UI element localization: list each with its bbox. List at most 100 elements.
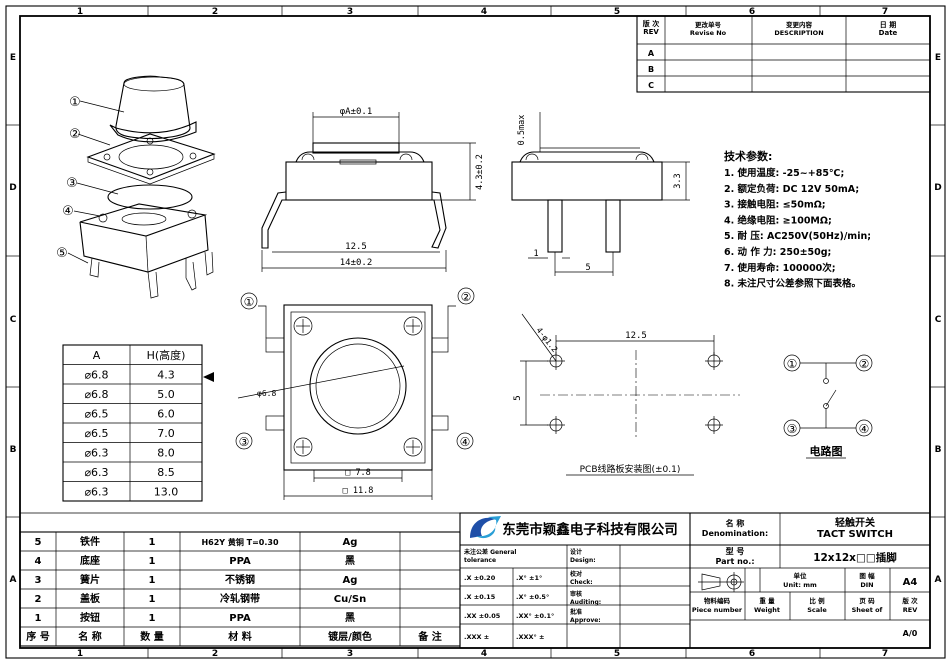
tolerance-value: .X ±0.15	[464, 593, 496, 601]
top-balloon-3: ③	[239, 435, 250, 449]
col-label-bottom: 4	[481, 649, 487, 659]
col-label-bottom: 5	[614, 649, 620, 659]
bom-cell: 5	[35, 537, 42, 548]
bom-cell: 铁件	[80, 535, 100, 548]
row-label-right: A	[935, 575, 942, 585]
col-label-top: 5	[614, 7, 620, 17]
circuit-caption: 电路图	[810, 444, 843, 458]
bom-cell: 3	[35, 575, 42, 586]
balloon-5: ⑤	[56, 246, 68, 261]
dim-1: 1	[533, 249, 538, 259]
height-table-cell-a: ⌀6.8	[84, 369, 108, 382]
height-table-cell-a: ⌀6.5	[84, 427, 108, 440]
bom-cell: 冷轧钢带	[220, 592, 260, 605]
pcb-hole	[547, 416, 565, 434]
top-balloon-2: ②	[461, 290, 472, 304]
bom-cell: 1	[149, 613, 156, 624]
tech-spec-item: 1. 使用温度: -25~+85℃;	[724, 167, 844, 179]
bom-cell: 簧片	[80, 573, 100, 586]
row-label-left: E	[10, 53, 16, 63]
din-value: A4	[903, 577, 918, 588]
height-table-header-a: A	[93, 349, 101, 362]
pcb-layout: 12.5 5 4-φ1.2 PCB线路板安装图(±0.1)	[513, 313, 740, 476]
row-label-right: E	[935, 53, 941, 63]
tolerance-value: .XXX° ±	[516, 633, 544, 641]
balloon-3: ③	[66, 176, 78, 191]
dim-4-3: 4.3±0.2	[475, 154, 485, 190]
selected-row-arrow-icon	[203, 372, 214, 382]
height-table-cell-h: 5.0	[157, 388, 175, 401]
dim-phi-6-8: φ6.8	[257, 389, 276, 398]
col-label-top: 6	[749, 7, 755, 17]
height-table-cell-a: ⌀6.3	[84, 447, 108, 460]
dim-phi-a: φA±0.1	[340, 107, 373, 117]
rev-row-c: C	[648, 81, 654, 90]
height-table-cell-a: ⌀6.5	[84, 408, 108, 421]
balloon-4: ④	[62, 204, 74, 219]
height-table-cell-h: 8.5	[157, 466, 175, 479]
bom-cell: Ag	[343, 537, 358, 548]
tech-spec-item: 7. 使用寿命: 100000次;	[724, 262, 836, 274]
bom-cell: 4	[35, 556, 42, 567]
bom-cell: 黑	[345, 612, 355, 624]
bom-cell: 不锈钢	[225, 573, 255, 586]
tech-spec-item: 3. 接触电阻: ≤50mΩ;	[724, 199, 826, 211]
bom-cell: 底座	[80, 554, 100, 567]
rev-row-a: A	[648, 49, 655, 58]
bom-cell: PPA	[229, 613, 251, 624]
tolerance-value: .X° ±1°	[516, 574, 542, 582]
height-table-cell-a: ⌀6.3	[84, 466, 108, 479]
side-view: 0.5max 3.3 1 5	[511, 112, 690, 276]
dim-12-5-side: 12.5	[345, 242, 367, 252]
top-balloon-1: ①	[244, 295, 255, 309]
tech-spec-item: 2. 额定负荷: DC 12V 50mA;	[724, 183, 859, 195]
bom-header-cell: 镀层/颜色	[328, 630, 372, 643]
tech-spec-item: 4. 绝缘电阻: ≥100MΩ;	[724, 214, 832, 226]
pcb-hole	[705, 416, 723, 434]
bom-cell: 1	[149, 575, 156, 586]
col-label-bottom: 1	[77, 649, 83, 659]
circuit-node-3: ③	[787, 422, 798, 436]
col-label-top: 4	[481, 7, 487, 17]
bom-header-cell: 序 号	[26, 630, 49, 643]
front-view: φA±0.1 12.5 14±0.2 4.3±0.2	[261, 107, 485, 272]
balloon-1: ①	[69, 95, 81, 110]
tolerance-value: .X° ±0.5°	[516, 593, 549, 601]
col-label-top: 3	[347, 7, 353, 17]
row-label-left: C	[10, 315, 17, 325]
part-value: 12x12x□□插脚	[813, 551, 897, 564]
height-table-cell-h: 6.0	[157, 408, 175, 421]
tolerance-value: .XX ±0.05	[464, 612, 501, 620]
row-label-left: B	[10, 445, 17, 455]
rev-value: A/0	[903, 629, 918, 638]
tech-spec-item: 5. 耐 压: AC250V(50Hz)/min;	[724, 230, 871, 242]
bom-header-cell: 名 称	[78, 630, 101, 643]
col-label-top: 7	[882, 7, 888, 17]
row-label-right: B	[935, 445, 942, 455]
height-table-cell-a: ⌀6.3	[84, 486, 108, 499]
company-name: 东莞市颖鑫电子科技有限公司	[502, 521, 678, 538]
bom-cell: 1	[149, 594, 156, 605]
